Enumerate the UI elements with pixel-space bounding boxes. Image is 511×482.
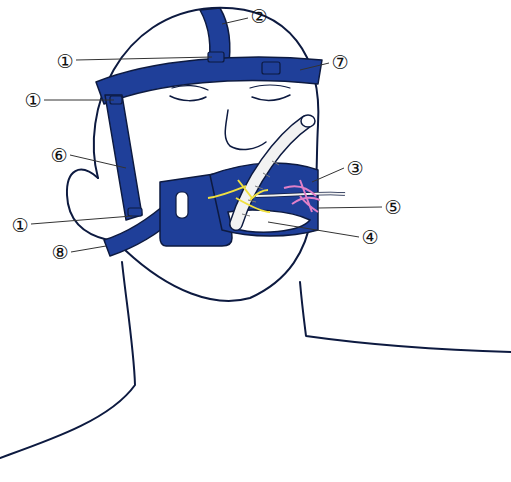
leader-line xyxy=(312,168,344,182)
callout-number: ⑦ xyxy=(331,53,348,72)
leader-line xyxy=(268,222,359,237)
tube-outline xyxy=(236,122,306,224)
leader-line xyxy=(70,155,126,168)
callout-number: ④ xyxy=(361,228,378,247)
leader-line xyxy=(222,18,248,24)
pink-tie xyxy=(284,180,320,212)
strap-clip xyxy=(128,208,142,216)
leader-line xyxy=(44,100,114,101)
callout-number: ⑤ xyxy=(384,198,401,217)
callout-number: ⑥ xyxy=(50,146,67,165)
ear xyxy=(67,170,108,240)
tube-end xyxy=(301,115,315,127)
leader-line xyxy=(31,216,132,224)
tube-markings xyxy=(242,161,279,216)
leader-line xyxy=(76,57,212,60)
callout-number: ① xyxy=(56,52,73,71)
side-strap xyxy=(105,95,142,220)
callout-number: ⑧ xyxy=(51,243,68,262)
pilot-line xyxy=(256,193,345,196)
strap-clip xyxy=(262,62,280,74)
neck-right xyxy=(300,282,511,352)
neck-left xyxy=(0,262,135,458)
callout-number: ② xyxy=(250,7,267,26)
tube xyxy=(236,122,306,224)
buckle-slot xyxy=(176,192,188,218)
eyebrow xyxy=(250,85,290,88)
yellow-tie xyxy=(208,180,270,212)
pilot-line xyxy=(256,193,345,196)
eye xyxy=(170,96,206,101)
callout-number: ① xyxy=(11,216,28,235)
callout-number: ① xyxy=(24,91,41,110)
leader-line xyxy=(318,207,382,208)
leader-line xyxy=(300,63,329,70)
head-outline xyxy=(94,8,319,301)
leader-line xyxy=(71,246,106,252)
callout-number: ③ xyxy=(346,159,363,178)
forehead-strap xyxy=(96,57,322,104)
eye xyxy=(252,95,290,100)
nose xyxy=(225,110,266,149)
